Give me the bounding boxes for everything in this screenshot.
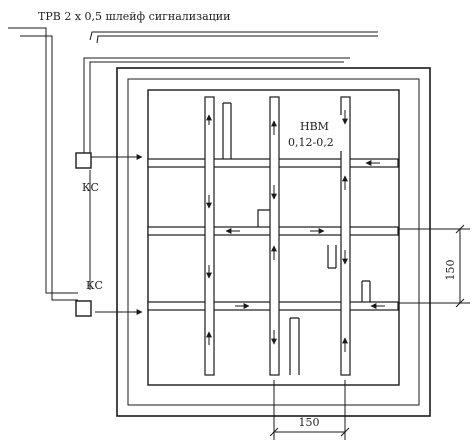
junction-box-label-bottom: КС <box>86 279 103 292</box>
strip-stubs <box>222 102 371 375</box>
material-label-line2: 0,12-0,2 <box>288 136 334 149</box>
flow-arrows <box>82 110 385 352</box>
signal-wires <box>8 27 378 301</box>
junction-box-top <box>75 152 92 169</box>
junction-box-label-top: КС <box>82 181 99 194</box>
dimension-vertical <box>398 224 470 308</box>
vertical-strips <box>204 96 351 376</box>
strip-col-2 <box>269 96 280 376</box>
dimension-vertical-label: 150 <box>444 260 457 281</box>
dimension-horizontal <box>269 380 350 440</box>
strip-col-3 <box>340 96 351 376</box>
cable-caption: ТРВ 2 х 0,5 шлейф сигнализации <box>38 10 230 23</box>
junction-box-bottom <box>75 300 92 317</box>
material-label-bg <box>286 115 342 151</box>
strip-col-1 <box>204 96 215 376</box>
dimension-horizontal-label: 150 <box>299 416 320 429</box>
material-label-line1: НВМ <box>300 120 329 133</box>
